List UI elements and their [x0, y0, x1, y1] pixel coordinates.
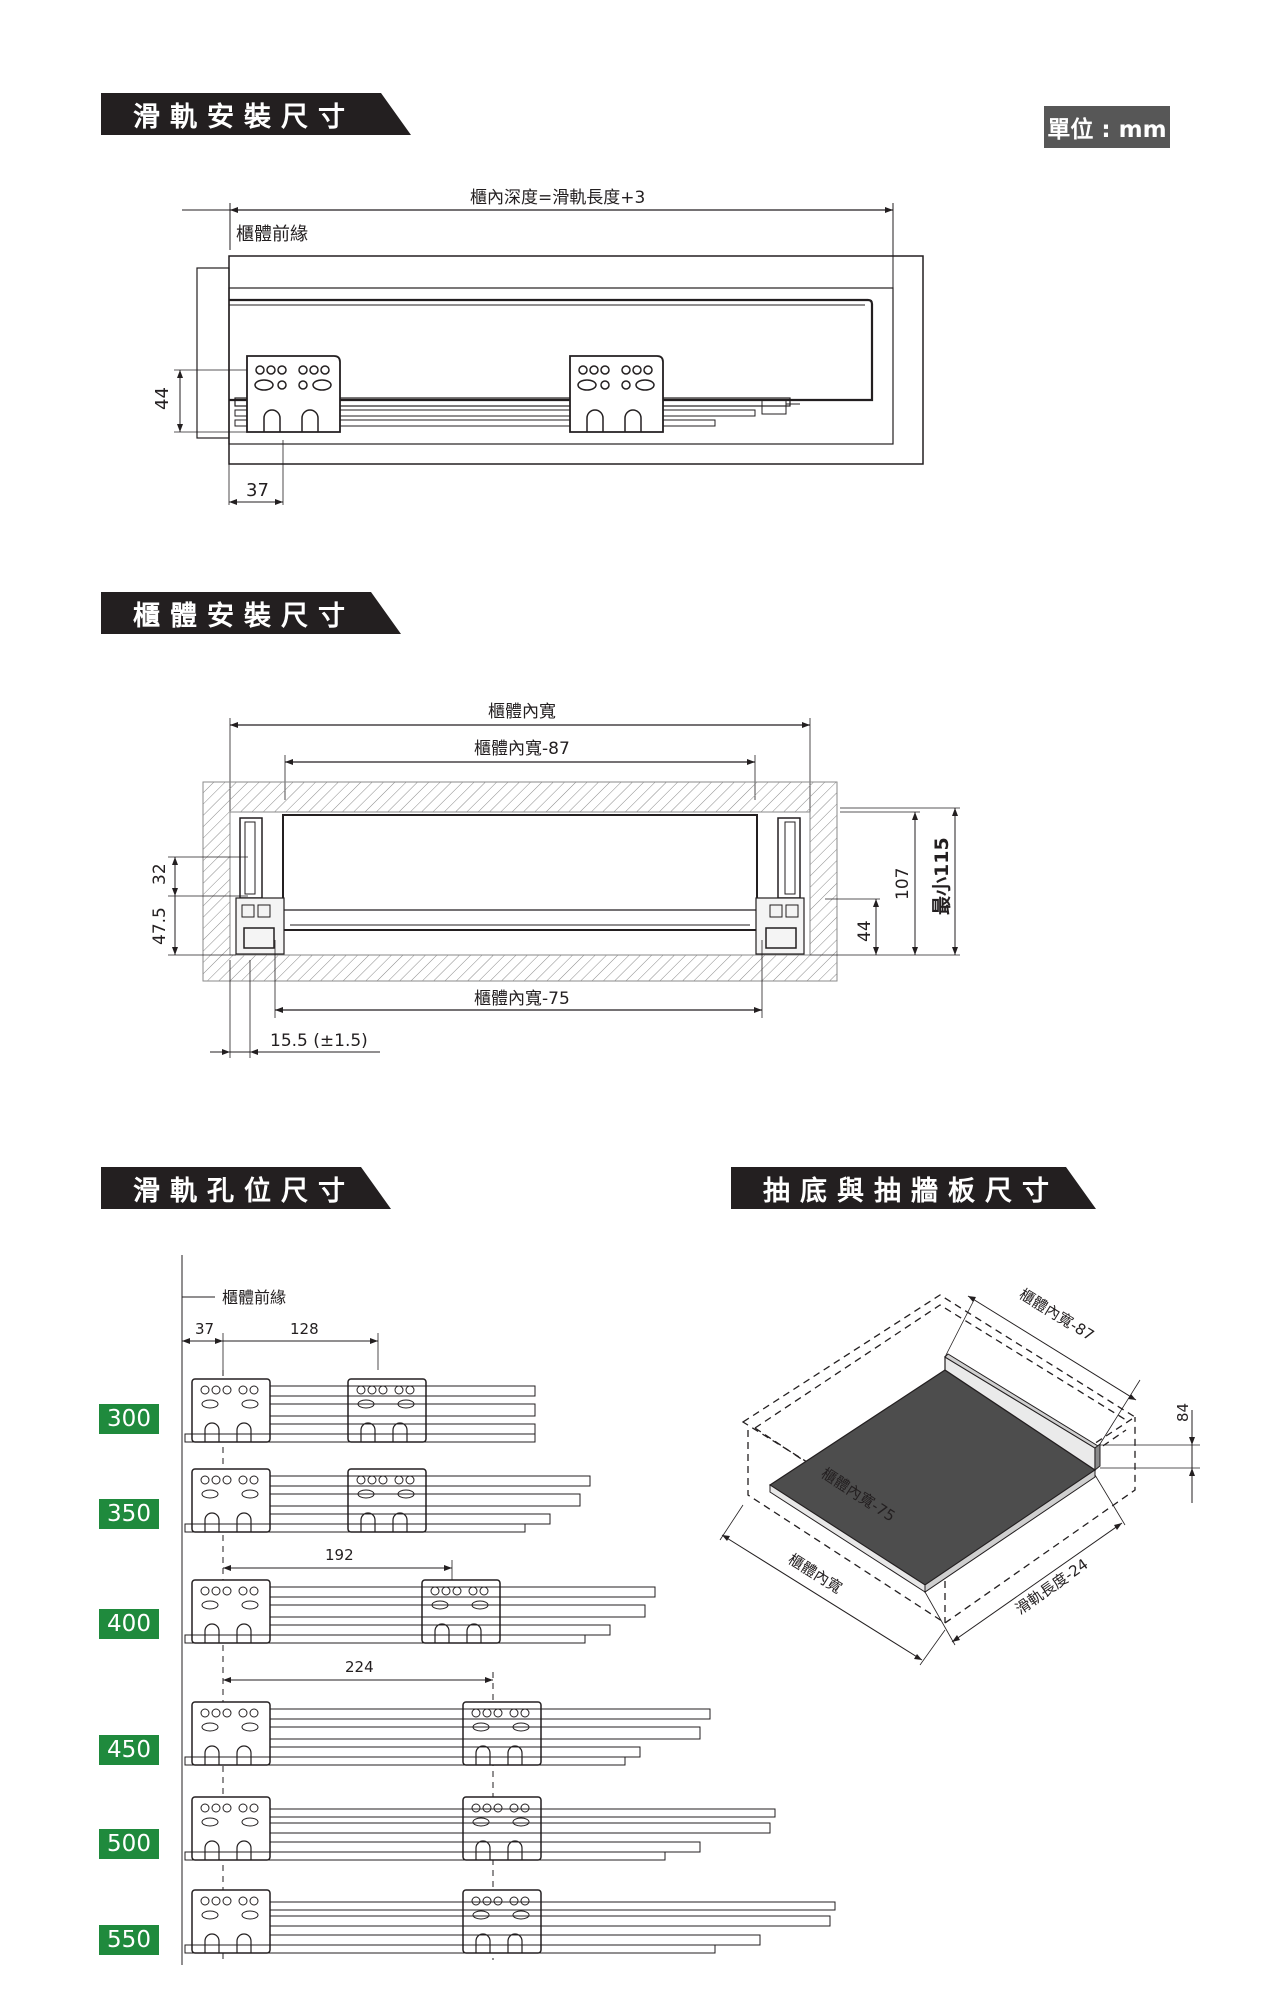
section-title-label: 滑軌孔位尺寸: [133, 1175, 355, 1207]
inner-width-iso: 櫃體內寬: [785, 1550, 845, 1597]
dim-84: 84: [1174, 1403, 1192, 1422]
mounting-bracket: [246, 355, 341, 433]
length-badge-450: 450: [99, 1735, 159, 1765]
dim-224: 224: [345, 1658, 374, 1676]
title-tab-shape: [101, 1167, 391, 1209]
inner-width-75-label: 櫃體內寬-75: [474, 989, 570, 1009]
section-title-label: 滑軌安裝尺寸: [133, 101, 355, 133]
section-title-cabinet-install: 櫃體安裝尺寸: [101, 592, 401, 634]
rail-550: [184, 1889, 836, 1954]
inner-width-label: 櫃體內寬: [488, 702, 556, 722]
rail-500: [184, 1796, 776, 1861]
front-edge-label-2: 櫃體前緣: [222, 1288, 286, 1307]
section-title-rail-install: 滑軌安裝尺寸: [101, 93, 411, 135]
front-edge-label: 櫃體前緣: [236, 224, 308, 245]
dim-15-5: 15.5 (±1.5): [270, 1031, 368, 1051]
rail-length-24-label: 滑軌長度-24: [1012, 1555, 1092, 1618]
rail-350: [184, 1468, 591, 1533]
dim-47-5: 47.5: [150, 907, 170, 945]
length-badge-550: 550: [99, 1925, 159, 1955]
rail-300: [184, 1378, 536, 1443]
dim-44: 44: [152, 387, 173, 410]
left-rail-section: [235, 817, 285, 955]
title-tab-shape: [101, 592, 401, 634]
dim-32: 32: [150, 863, 170, 885]
dim-37: 37: [246, 480, 269, 501]
section-title-label: 櫃體安裝尺寸: [133, 600, 355, 632]
rail-450: [184, 1701, 711, 1766]
dim-44-right: 44: [855, 920, 875, 942]
rail-install-diagram: 櫃內深度=滑軌長度+3 櫃體前緣 44 37: [152, 188, 924, 505]
length-badge-400: 400: [99, 1609, 159, 1639]
min-115-label: 最小115: [931, 837, 953, 915]
dim-37-hole: 37: [195, 1320, 214, 1338]
title-tab-shape: [101, 93, 411, 135]
cabinet-install-diagram: 櫃體內寬 櫃體內寬-87 櫃體內寬-75 32: [150, 702, 960, 1058]
length-badge-500: 500: [99, 1829, 159, 1859]
length-badge-300: 300: [99, 1404, 159, 1434]
title-tab-shape: [731, 1167, 1096, 1209]
section-title-drawer-board: 抽底與抽牆板尺寸: [731, 1167, 1096, 1209]
right-rail-section: [755, 817, 805, 955]
length-badge-350: 350: [99, 1499, 159, 1529]
dim-128: 128: [290, 1320, 319, 1338]
section-title-rail-holes: 滑軌孔位尺寸: [101, 1167, 391, 1209]
rail-400: [184, 1579, 656, 1644]
section-title-label: 抽底與抽牆板尺寸: [763, 1175, 1059, 1207]
depth-formula: 櫃內深度=滑軌長度+3: [470, 188, 645, 208]
inner-width-87-iso: 櫃體內寬-87: [1016, 1285, 1097, 1344]
dim-107: 107: [893, 868, 913, 900]
inner-width-87-label: 櫃體內寬-87: [474, 739, 570, 759]
mounting-bracket: [569, 355, 664, 433]
unit-badge: 單位 : mm: [1044, 106, 1170, 148]
dim-192: 192: [325, 1546, 354, 1564]
